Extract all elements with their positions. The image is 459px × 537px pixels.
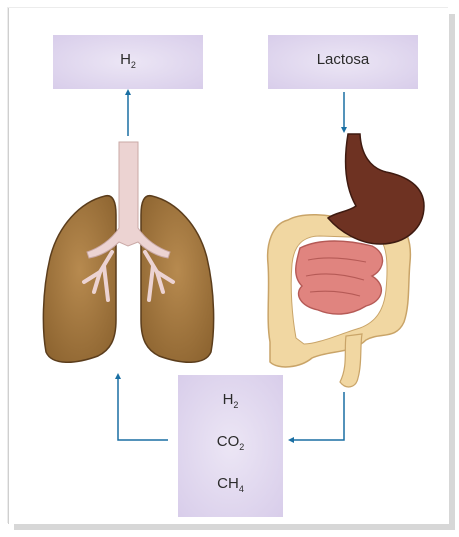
gas-co2-subscript: 2 xyxy=(239,442,244,452)
gas-h2-label: H2 xyxy=(178,391,283,408)
small-intestine xyxy=(296,241,383,314)
gas-co2-label: CO2 xyxy=(178,433,283,450)
gas-ch4-main: CH xyxy=(217,475,239,492)
arrow-colon-to-gases xyxy=(291,392,344,440)
digestive-system-illustration xyxy=(268,134,424,387)
stomach xyxy=(328,134,424,244)
gas-h2-subscript: 2 xyxy=(233,400,238,410)
gases-box: H2 CO2 CH4 xyxy=(178,375,283,517)
h2-main: H xyxy=(120,51,131,68)
h2-subscript: 2 xyxy=(131,60,136,70)
lungs-illustration xyxy=(43,142,213,362)
exhaled-h2-label: H2 xyxy=(53,51,203,68)
arrow-gases-to-lungs xyxy=(118,376,168,440)
lactosa-box: Lactosa xyxy=(268,35,418,89)
exhaled-h2-box: H2 xyxy=(53,35,203,89)
lactosa-label: Lactosa xyxy=(268,51,418,68)
gas-h2-main: H xyxy=(223,391,234,408)
gas-co2-main: CO xyxy=(217,433,240,450)
gas-ch4-label: CH4 xyxy=(178,475,283,492)
gas-ch4-subscript: 4 xyxy=(239,484,244,494)
